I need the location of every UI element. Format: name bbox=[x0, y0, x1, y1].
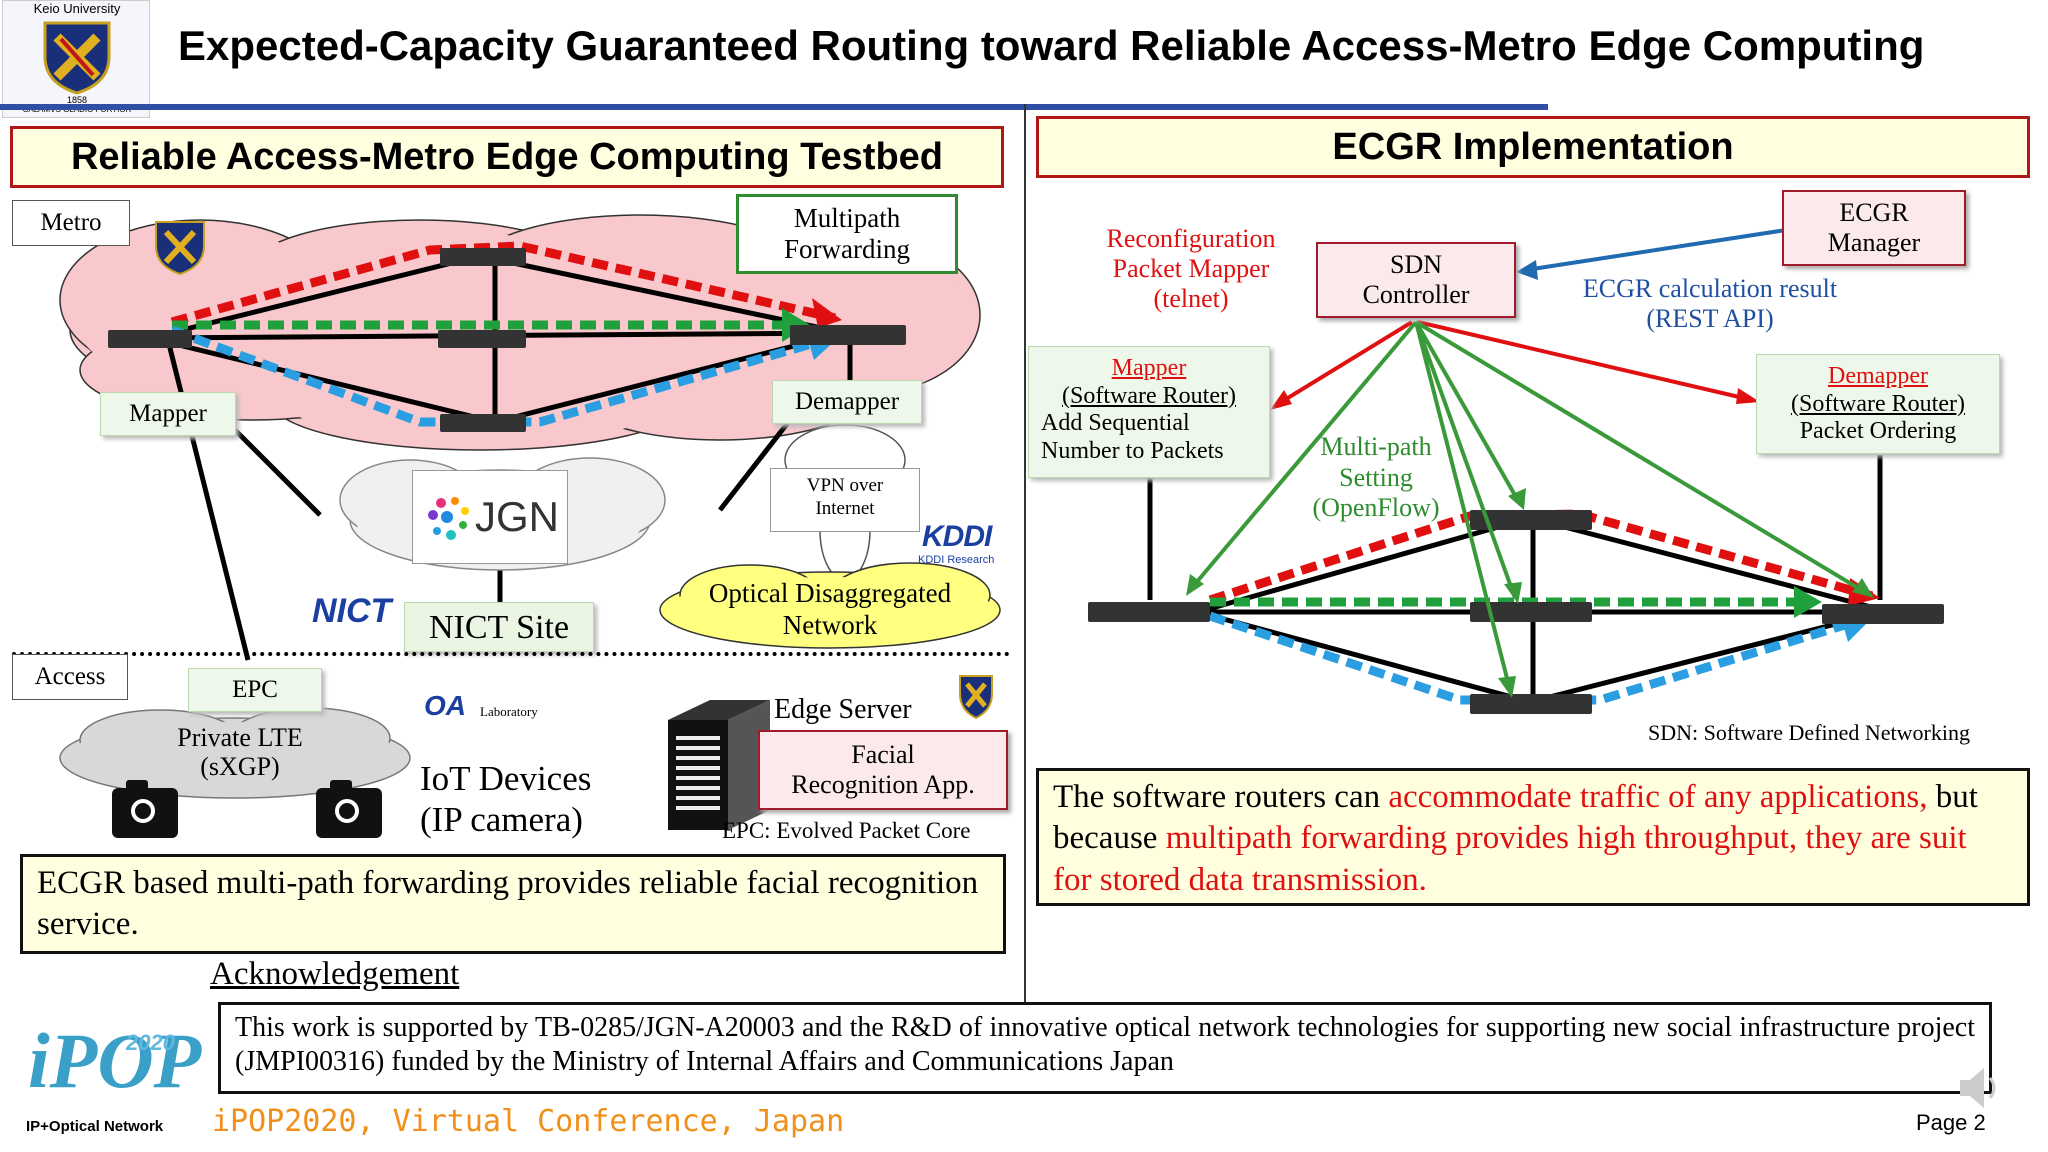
sdn-definition: SDN: Software Defined Networking bbox=[1648, 720, 1970, 745]
kddi-research-text: KDDI Research bbox=[918, 554, 995, 566]
left-panel-title: Reliable Access-Metro Edge Computing Tes… bbox=[10, 126, 1004, 188]
university-logo-year: 1858 bbox=[66, 95, 88, 105]
optical-network-label: Optical Disaggregated Network bbox=[708, 578, 952, 640]
right-summary-note: The software routers can accommodate tra… bbox=[1036, 768, 2030, 906]
ipop-logo-subtitle: IP+Optical Network bbox=[26, 1118, 164, 1135]
multipath-setting-label: Multi-path Setting (OpenFlow) bbox=[1312, 432, 1440, 523]
ecgr-diagram bbox=[1088, 228, 1944, 714]
acknowledgement-title: Acknowledgement bbox=[210, 956, 460, 992]
camera-icon bbox=[112, 780, 178, 838]
page-number: Page 2 bbox=[1916, 1110, 1986, 1135]
header-divider bbox=[0, 104, 1548, 110]
epc-definition: EPC: Evolved Packet Core bbox=[722, 818, 971, 843]
university-logo: Keio University 1858 CALAMVS GLADIO FORT… bbox=[2, 0, 150, 118]
mapper-label: Mapper bbox=[100, 392, 236, 436]
speaker-icon[interactable] bbox=[1956, 1064, 2006, 1112]
edge-server-label: Edge Server bbox=[774, 694, 912, 725]
router-icons bbox=[108, 248, 906, 432]
vpn-label: VPN over Internet bbox=[770, 468, 920, 532]
edge-server-icon bbox=[668, 700, 770, 830]
camera-icon bbox=[316, 780, 382, 838]
ecgr-manager-box: ECGR Manager bbox=[1782, 190, 1966, 266]
left-summary-note: ECGR based multi-path forwarding provide… bbox=[20, 854, 1006, 954]
kddi-logo: KDDI bbox=[922, 520, 992, 553]
nict-logo: NICT bbox=[312, 592, 392, 630]
keio-small-logo bbox=[155, 221, 205, 276]
iot-devices-label: IoT Devices (IP camera) bbox=[420, 759, 592, 840]
multipath-forwarding-label: Multipath Forwarding bbox=[736, 194, 958, 274]
page-title: Expected-Capacity Guaranteed Routing tow… bbox=[178, 22, 1925, 69]
metro-access-divider bbox=[12, 652, 1010, 656]
ipop-logo-year: 2020 bbox=[126, 1030, 175, 1055]
epc-label: EPC bbox=[188, 668, 322, 712]
oa-lab-text: Laboratory bbox=[480, 704, 538, 719]
keio-small-logo bbox=[959, 675, 993, 720]
mapper-software-router-box: Mapper (Software Router) Add Sequential … bbox=[1028, 346, 1270, 478]
ipop-logo: iPOP 2020 IP+Optical Network bbox=[20, 1010, 201, 1142]
private-lte-label: Private LTE (sXGP) bbox=[177, 723, 303, 781]
oa-logo: OA bbox=[424, 690, 466, 721]
metro-label: Metro bbox=[12, 200, 130, 246]
access-label: Access bbox=[12, 654, 128, 700]
acknowledgement-text: This work is supported by TB-0285/JGN-A2… bbox=[218, 1002, 1992, 1094]
sdn-controller-box: SDN Controller bbox=[1316, 242, 1516, 318]
jgn-text: JGN bbox=[475, 493, 559, 540]
conference-label: iPOP2020, Virtual Conference, Japan bbox=[212, 1104, 845, 1139]
ipop-logo-text: iPOP bbox=[28, 1017, 202, 1104]
jgn-dots-icon bbox=[428, 497, 469, 540]
panel-divider bbox=[1024, 104, 1026, 1004]
nict-site-label: NICT Site bbox=[404, 602, 594, 652]
testbed-diagram bbox=[59, 214, 1001, 830]
jgn-logo: JGN bbox=[412, 470, 568, 564]
demapper-label: Demapper bbox=[772, 380, 922, 424]
shield-icon bbox=[43, 21, 111, 95]
facial-recognition-box: Facial Recognition App. bbox=[758, 730, 1008, 810]
reconfiguration-label: Reconfiguration Packet Mapper (telnet) bbox=[1106, 224, 1276, 314]
demapper-software-router-box: Demapper (Software Router) Packet Orderi… bbox=[1756, 354, 2000, 454]
ecgr-calc-label: ECGR calculation result (REST API) bbox=[1582, 274, 1838, 334]
right-panel-title: ECGR Implementation bbox=[1036, 116, 2030, 178]
university-logo-text: Keio University bbox=[33, 1, 121, 16]
